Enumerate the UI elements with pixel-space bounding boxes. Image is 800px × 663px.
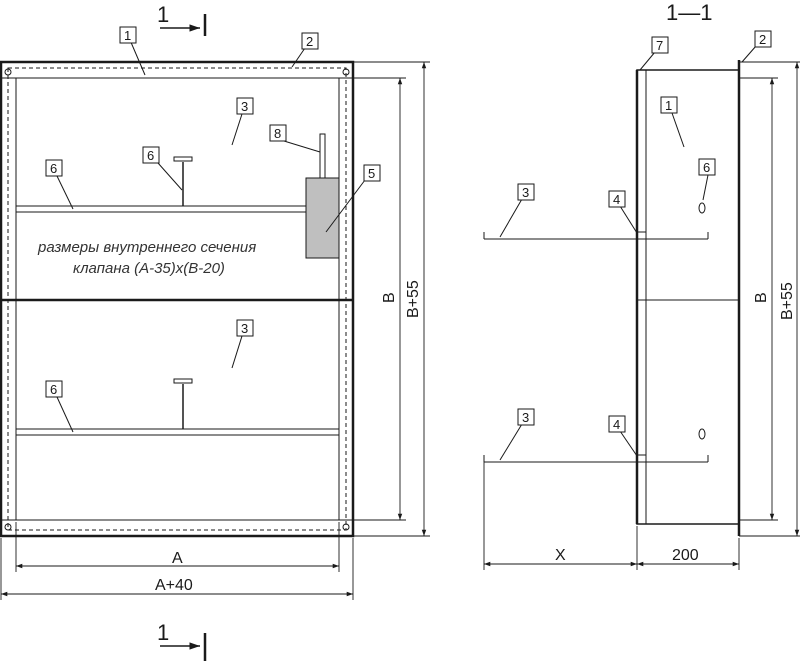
svg-text:3: 3 — [522, 410, 529, 425]
svg-text:2: 2 — [759, 32, 766, 47]
svg-text:6: 6 — [703, 160, 710, 175]
svg-text:5: 5 — [368, 166, 375, 181]
blade-axle-upper — [15, 205, 307, 213]
svg-text:A: A — [172, 550, 183, 567]
bolt-hole-icon — [342, 523, 350, 531]
callout-6-axle-lower: 6 — [45, 380, 74, 433]
dim-b-front: B — [339, 77, 406, 521]
svg-text:8: 8 — [274, 126, 281, 141]
svg-text:1: 1 — [157, 2, 169, 27]
bolt-hole-icon — [342, 68, 350, 76]
svg-text:B: B — [753, 292, 770, 303]
t-handle-lower — [173, 378, 193, 384]
dim-b-section: B — [739, 77, 778, 521]
svg-text:3: 3 — [241, 99, 248, 114]
dim-a-plus-40: A+40 — [0, 538, 354, 600]
svg-text:2: 2 — [306, 34, 313, 49]
bolt-hole-icon — [4, 523, 12, 531]
svg-text:6: 6 — [50, 161, 57, 176]
callout-8: 8 — [269, 124, 321, 153]
section-marker-top: 1 — [157, 2, 207, 36]
handle-oval-upper — [698, 202, 706, 214]
dim-200: 200 — [637, 538, 740, 570]
callout-4-section-lower: 4 — [608, 415, 638, 457]
dim-b-plus-55-front: B+55 — [353, 61, 430, 537]
svg-text:6: 6 — [147, 148, 154, 163]
pivot-upper — [636, 231, 647, 240]
callout-1-front: 1 — [119, 26, 146, 76]
callout-3-upper: 3 — [231, 97, 254, 146]
callout-3-section-upper: 3 — [499, 183, 535, 238]
section-marker-bottom: 1 — [157, 620, 207, 661]
section-view — [483, 60, 741, 536]
note-line-1: размеры внутреннего сечения — [37, 239, 256, 256]
svg-text:7: 7 — [656, 38, 663, 53]
note-line-2: клапана (A-35)x(B-20) — [73, 260, 225, 277]
svg-text:4: 4 — [613, 192, 620, 207]
callout-2-section: 2 — [741, 30, 772, 63]
svg-text:X: X — [555, 547, 566, 564]
svg-text:4: 4 — [613, 417, 620, 432]
svg-text:200: 200 — [672, 547, 699, 564]
svg-text:3: 3 — [522, 185, 529, 200]
svg-text:B+55: B+55 — [779, 282, 796, 320]
svg-text:B+55: B+55 — [405, 280, 422, 318]
actuator-box — [305, 177, 340, 259]
svg-text:A+40: A+40 — [155, 577, 193, 594]
t-handle-upper — [173, 156, 193, 162]
blade-axle-lower — [15, 428, 340, 436]
callout-4-section-upper: 4 — [608, 190, 638, 234]
svg-text:1: 1 — [124, 28, 131, 43]
dim-b-plus-55-section: B+55 — [739, 61, 800, 537]
svg-text:1: 1 — [157, 620, 169, 645]
callout-5: 5 — [325, 164, 381, 233]
callout-1-section: 1 — [660, 96, 685, 148]
svg-text:6: 6 — [50, 382, 57, 397]
callout-6-handle-upper: 6 — [142, 146, 183, 191]
callout-7: 7 — [639, 36, 669, 71]
actuator-rod — [319, 133, 326, 179]
callout-3-section-lower: 3 — [499, 408, 535, 461]
pivot-lower — [636, 454, 647, 463]
callout-6-section: 6 — [698, 158, 716, 201]
svg-text:1: 1 — [665, 98, 672, 113]
callout-2-front: 2 — [291, 32, 319, 68]
callout-3-lower: 3 — [231, 319, 254, 369]
svg-text:3: 3 — [241, 321, 248, 336]
handle-oval-lower — [698, 428, 706, 440]
bolt-hole-icon — [4, 68, 12, 76]
callout-6-axle-upper: 6 — [45, 159, 74, 210]
section-housing — [636, 69, 740, 525]
section-title: 1—1 — [666, 0, 712, 25]
svg-text:B: B — [381, 292, 398, 303]
dim-x: X — [483, 462, 638, 570]
front-view: размеры внутреннего сечения клапана (A-3… — [0, 60, 355, 538]
dim-a: A — [15, 522, 340, 572]
